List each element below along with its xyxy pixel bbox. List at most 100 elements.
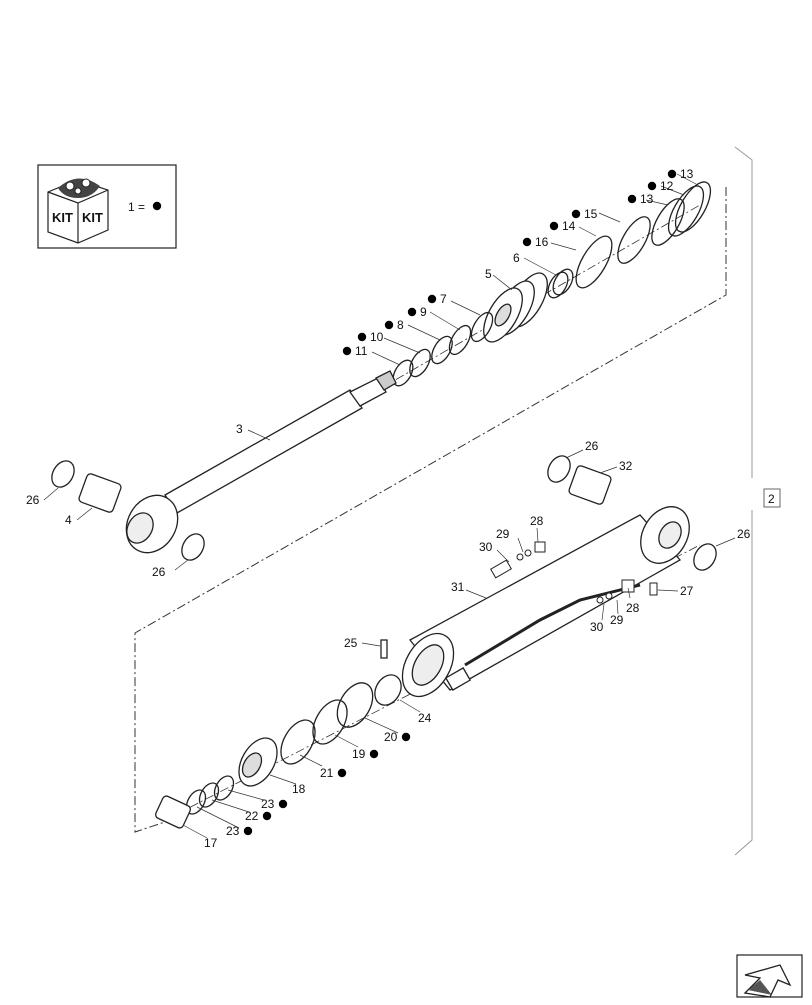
callout-number: 3 <box>236 422 243 436</box>
callout-c3: 3 <box>236 422 243 436</box>
callout-c5: 5 <box>485 267 492 281</box>
callout-c9: 9 <box>407 305 427 319</box>
callout-c30a: 30 <box>479 540 493 554</box>
callout-number: 15 <box>584 207 598 221</box>
kit-marker-dot <box>627 194 637 204</box>
callout-number: 32 <box>619 459 633 473</box>
callout-number: 26 <box>26 493 40 507</box>
callout-number: 10 <box>370 330 384 344</box>
callout-number: 5 <box>485 267 492 281</box>
callout-c22: 22 <box>245 809 272 823</box>
callout-c23a: 23 <box>261 797 288 811</box>
callout-number: 26 <box>152 565 166 579</box>
callout-c28b: 28 <box>626 601 640 615</box>
callout-number: 12 <box>660 179 674 193</box>
callout-c24: 24 <box>418 711 432 725</box>
callout-c29b: 29 <box>610 613 624 627</box>
assembly-centerline <box>134 187 727 833</box>
kit-marker-dot <box>427 294 437 304</box>
callout-c26d: 26 <box>737 527 751 541</box>
callout-leaders <box>43 173 736 839</box>
callout-c8: 8 <box>384 318 404 332</box>
callout-labels: 1312131514166579810113264262632292830263… <box>26 167 751 850</box>
callout-c10: 10 <box>357 330 384 344</box>
callout-c26a: 26 <box>26 493 40 507</box>
callout-c4: 4 <box>65 513 72 527</box>
callout-c18: 18 <box>292 782 306 796</box>
callout-number: 19 <box>352 747 366 761</box>
callout-c21: 21 <box>320 766 347 780</box>
barrel-bushing <box>547 455 717 571</box>
callout-c17: 17 <box>204 836 218 850</box>
callout-number: 24 <box>418 711 432 725</box>
kit-marker-dot <box>152 201 162 211</box>
kit-marker-dot <box>342 346 352 356</box>
kit-box-icon: KIT KIT <box>47 178 109 244</box>
callout-number: 29 <box>496 527 510 541</box>
callout-number: 23 <box>226 824 240 838</box>
callout-number: 22 <box>245 809 259 823</box>
callout-c12: 12 <box>647 179 674 193</box>
kit-marker-dot <box>549 221 559 231</box>
callout-number: 13 <box>680 167 694 181</box>
callout-c26c: 26 <box>585 439 599 453</box>
callout-number: 28 <box>626 601 640 615</box>
kit-marker-dot <box>407 307 417 317</box>
piston-seal-stack <box>547 181 712 299</box>
kit-marker-dot <box>571 209 581 219</box>
kit-marker-dot <box>522 237 532 247</box>
cylinder-barrel <box>401 506 690 698</box>
callout-number: 17 <box>204 836 218 850</box>
assembly-ref-label: 2 <box>768 492 775 506</box>
callout-c7: 7 <box>427 292 447 306</box>
callout-c15: 15 <box>571 207 598 221</box>
callout-c27: 27 <box>680 584 694 598</box>
kit-marker-dot <box>337 768 347 778</box>
callout-number: 14 <box>562 219 576 233</box>
callout-number: 26 <box>737 527 751 541</box>
callout-c32: 32 <box>619 459 633 473</box>
callout-c31: 31 <box>451 580 465 594</box>
callout-number: 30 <box>590 620 604 634</box>
callout-c30b: 30 <box>590 620 604 634</box>
callout-c6: 6 <box>513 251 520 265</box>
callout-c14: 14 <box>549 219 576 233</box>
callout-number: 23 <box>261 797 275 811</box>
callout-c25: 25 <box>344 636 358 650</box>
callout-c26b: 26 <box>152 565 166 579</box>
callout-c16: 16 <box>522 235 549 249</box>
kit-badge-right: KIT <box>82 210 103 225</box>
callout-number: 31 <box>451 580 465 594</box>
kit-badge-left: KIT <box>52 210 73 225</box>
callout-number: 25 <box>344 636 358 650</box>
callout-c11: 11 <box>342 344 368 358</box>
callout-number: 11 <box>355 344 368 358</box>
rod-bushing <box>51 460 205 561</box>
kit-marker-dot <box>262 811 272 821</box>
kit-legend-label: 1 = <box>128 200 145 214</box>
callout-c13b: 13 <box>627 192 654 206</box>
callout-number: 6 <box>513 251 520 265</box>
callout-number: 4 <box>65 513 72 527</box>
callout-number: 18 <box>292 782 306 796</box>
kit-marker-dot <box>357 332 367 342</box>
next-page-arrow-icon[interactable] <box>736 954 803 998</box>
callout-number: 26 <box>585 439 599 453</box>
callout-c19: 19 <box>352 747 379 761</box>
kit-marker-dot <box>401 732 411 742</box>
fittings-upper <box>490 541 658 604</box>
callout-number: 27 <box>680 584 694 598</box>
kit-marker-dot <box>384 320 394 330</box>
piston-head <box>483 272 548 343</box>
kit-marker-dot <box>647 181 657 191</box>
callout-number: 28 <box>530 514 544 528</box>
kit-marker-dot <box>667 169 677 179</box>
rod-seal-stack <box>392 311 494 387</box>
callout-number: 21 <box>320 766 334 780</box>
callout-number: 20 <box>384 730 398 744</box>
kit-marker-dot <box>278 799 288 809</box>
callout-number: 30 <box>479 540 493 554</box>
callout-number: 29 <box>610 613 624 627</box>
assembly-bracket: 2 <box>734 146 781 856</box>
